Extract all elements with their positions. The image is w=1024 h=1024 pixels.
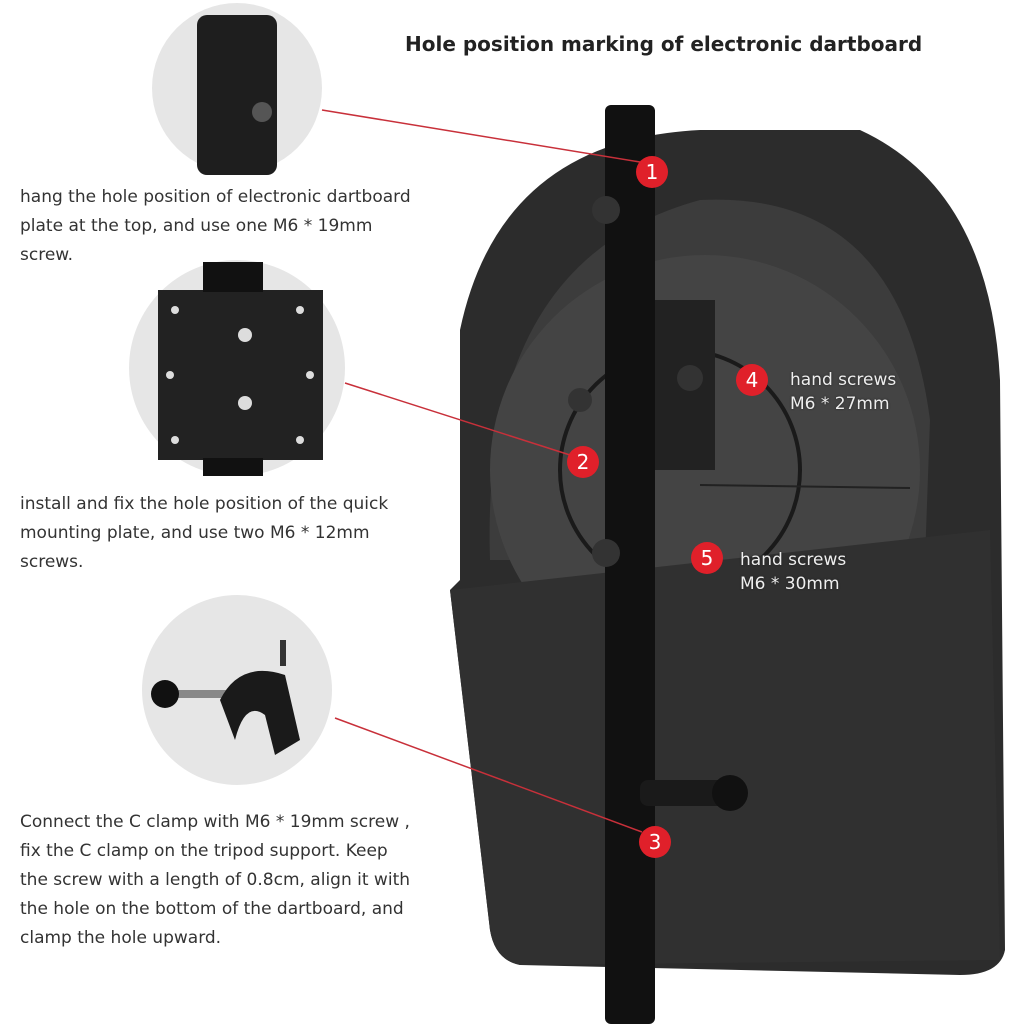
marker-4-caption: hand screws M6 * 27mm [790,368,896,416]
marker-5-caption: hand screws M6 * 30mm [740,548,846,596]
marker-5-label: 5 [701,546,714,570]
marker-5 [691,542,723,574]
marker-3 [639,826,671,858]
step-1-text: hang the hole position of electronic dar… [20,187,411,265]
caption-line: M6 * 30mm [740,574,840,594]
marker-4-label: 4 [746,368,759,392]
caption-line: hand screws [740,550,847,570]
step-3-text: Connect the C clamp with M6 * 19mm screw… [20,812,411,948]
marker-1-label: 1 [646,160,659,184]
caption-line: hand screws [790,370,897,390]
marker-3-label: 3 [649,830,662,854]
caption-line: M6 * 27mm [790,394,890,414]
marker-4 [736,364,768,396]
marker-2-label: 2 [577,450,590,474]
step-2-text: install and fix the hole position of the… [20,494,389,572]
marker-1 [636,156,668,188]
page-title: Hole position marking of electronic dart… [405,32,923,56]
marker-2 [567,446,599,478]
